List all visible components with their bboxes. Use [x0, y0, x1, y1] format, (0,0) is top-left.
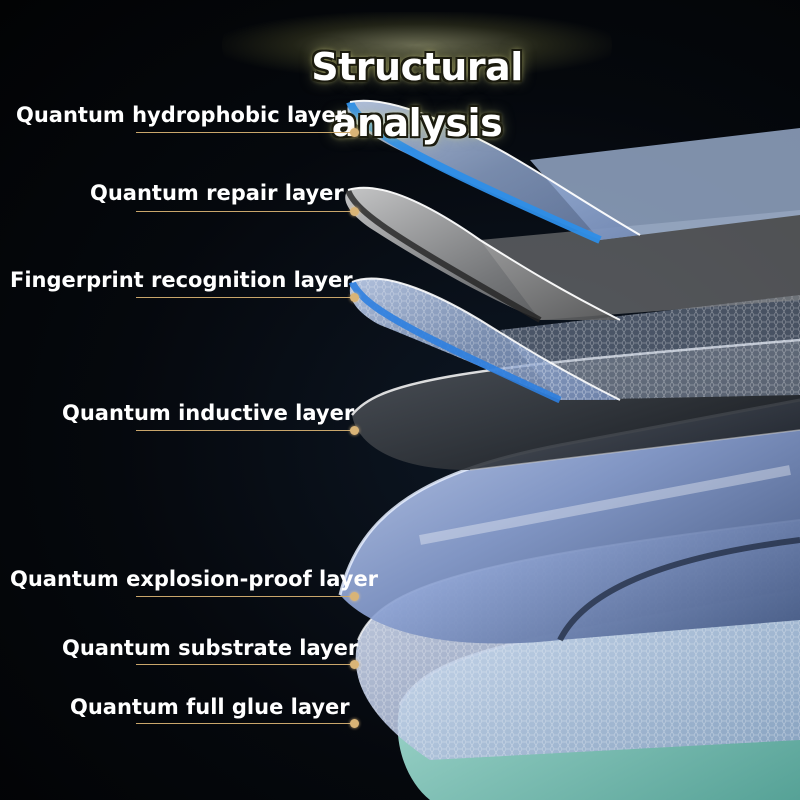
leader-line	[136, 723, 354, 724]
layer-label-inductive: Quantum inductive layer	[62, 401, 355, 425]
title-glow	[222, 12, 612, 78]
leader-dot	[350, 293, 359, 302]
layer-label-full-glue: Quantum full glue layer	[70, 695, 350, 719]
leader-line	[136, 132, 354, 133]
page-title: Structural analysis	[311, 45, 523, 146]
leader-dot	[350, 660, 359, 669]
hydrophobic-layer-graphic	[346, 99, 800, 244]
layer-label-explosion-proof: Quantum explosion-proof layer	[10, 567, 379, 591]
leader-line	[136, 430, 354, 431]
leader-line	[136, 297, 354, 298]
leader-line	[136, 211, 354, 212]
layer-label-substrate: Quantum substrate layer	[62, 636, 359, 660]
repair-layer-graphic	[345, 186, 800, 323]
leader-dot	[350, 207, 359, 216]
layer-label-repair: Quantum repair layer	[90, 181, 344, 205]
leader-line	[136, 664, 354, 665]
leader-dot	[350, 426, 359, 435]
layer-label-fingerprint: Fingerprint recognition layer	[10, 268, 353, 292]
layer-label-hydrophobic: Quantum hydrophobic layer	[16, 103, 346, 127]
leader-dot	[350, 719, 359, 728]
leader-dot	[350, 128, 359, 137]
leader-dot	[350, 592, 359, 601]
fingerprint-layer-graphic	[348, 277, 800, 404]
leader-line	[136, 596, 354, 597]
